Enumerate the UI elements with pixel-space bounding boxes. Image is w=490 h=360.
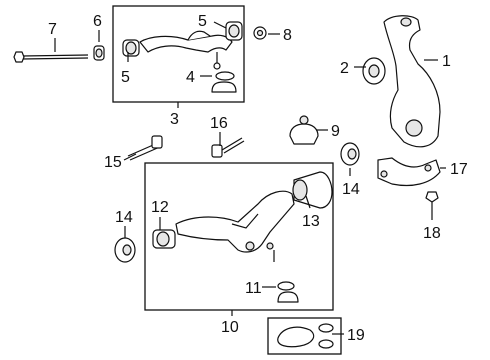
callout-2: 2 <box>340 60 349 77</box>
bracket-part-17 <box>377 157 441 187</box>
mount-part-9 <box>289 115 319 145</box>
kit-group-box <box>267 317 342 355</box>
bushing-part-5-right <box>225 21 243 41</box>
callout-4: 4 <box>186 69 195 86</box>
callout-11: 11 <box>245 280 262 297</box>
bushing-part-12 <box>152 229 176 249</box>
nut-part-6 <box>93 45 105 61</box>
bushing-part-14-upper <box>340 142 360 166</box>
callout-12: 12 <box>151 199 169 216</box>
cam-bolt-part-15 <box>127 135 163 161</box>
kit-part-19 <box>277 323 334 349</box>
bushing-part-13 <box>292 171 333 209</box>
callout-6: 6 <box>93 13 102 30</box>
callout-16: 16 <box>210 115 228 132</box>
lower-arm-group-box <box>144 162 334 311</box>
lower-control-arm <box>175 190 295 262</box>
bushing-part-5-left <box>122 39 140 57</box>
callout-17: 17 <box>450 161 468 178</box>
callout-13: 13 <box>302 213 320 230</box>
seal-part-2 <box>362 57 386 85</box>
bolt-part-18 <box>425 191 439 212</box>
callout-14-left: 14 <box>115 209 133 226</box>
ball-joint-boot-part-4 <box>211 71 237 93</box>
callout-19: 19 <box>347 327 365 344</box>
callout-3: 3 <box>170 111 179 128</box>
bolt-part-7 <box>13 51 89 63</box>
callout-10: 10 <box>221 319 239 336</box>
upper-control-arm <box>139 30 233 70</box>
cam-bolt-part-16 <box>211 137 245 158</box>
ball-joint-boot-part-11 <box>277 281 299 303</box>
callout-14-right: 14 <box>342 181 360 198</box>
steering-knuckle-part-1 <box>383 15 441 148</box>
nut-part-8 <box>253 26 267 40</box>
leader-lines <box>54 21 446 335</box>
callout-15: 15 <box>104 154 122 171</box>
callout-5-upper: 5 <box>198 13 207 30</box>
callout-8: 8 <box>283 27 292 44</box>
callout-9: 9 <box>331 123 340 140</box>
callout-5-lower: 5 <box>121 69 130 86</box>
callout-7: 7 <box>48 21 57 38</box>
callout-18: 18 <box>423 225 441 242</box>
bushing-part-14-lower <box>114 237 136 263</box>
callout-1: 1 <box>442 53 451 70</box>
